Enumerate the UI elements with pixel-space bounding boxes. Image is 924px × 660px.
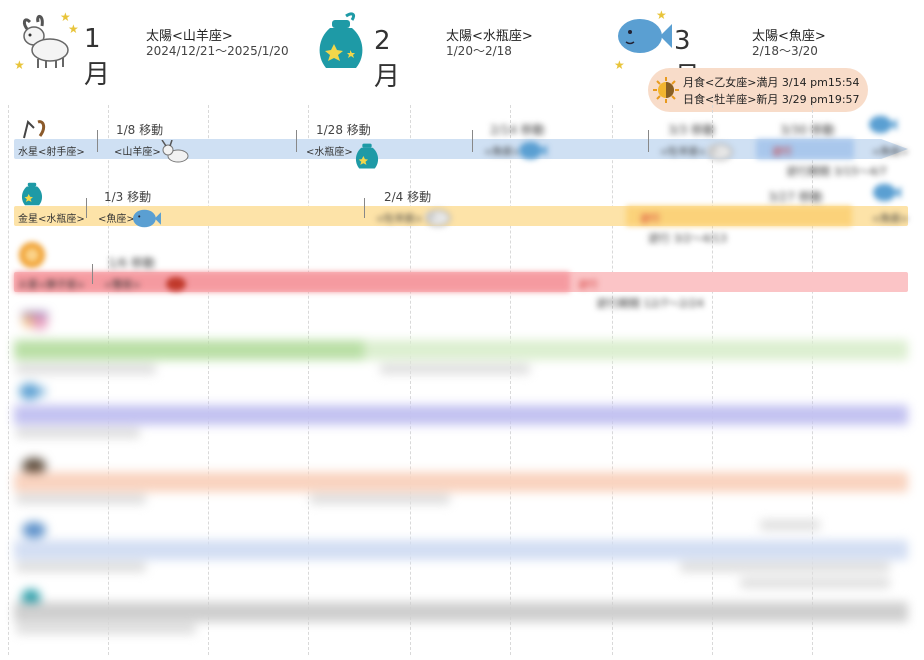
aries-ram-icon	[425, 209, 451, 227]
saturn-period-note	[16, 428, 140, 438]
pisces-fish-icon	[873, 183, 901, 202]
pluto-bar	[14, 602, 908, 622]
capricorn-goat-icon	[161, 140, 189, 163]
sun-sign-title: 太陽<山羊座>	[146, 29, 233, 44]
star-icon: ★	[60, 10, 71, 24]
saturn-bar	[14, 405, 908, 425]
star-icon: ★	[614, 58, 625, 72]
divider-line	[108, 105, 109, 655]
sun-icon	[653, 77, 679, 103]
venus-move-date: 2/4 移動	[384, 190, 432, 204]
pisces-fish-icon	[19, 383, 45, 400]
gemini-icon	[22, 312, 48, 330]
venus-start-label: 金星<水瓶座>	[18, 214, 85, 225]
pisces-fish-icon	[519, 141, 547, 160]
neptune-move-note	[760, 520, 820, 530]
neptune-period-note	[16, 562, 146, 572]
venus-retro-period: 逆行 3/2～4/13	[648, 232, 727, 245]
divider-line	[8, 105, 9, 655]
neptune-retro-note	[680, 562, 890, 572]
venus-move-date: 1/3 移動	[104, 190, 152, 204]
star-icon: ★	[14, 58, 25, 72]
lunar-eclipse-text: 月食<乙女座>満月 3/14 pm15:54	[683, 76, 860, 89]
venus-retro-label: 逆行	[640, 214, 660, 225]
mars-retro-bar	[14, 272, 570, 292]
solar-eclipse-text: 日食<牡羊座>新月 3/29 pm19:57	[683, 93, 860, 106]
mercury-move-date: 3/30 移動	[780, 123, 835, 137]
mercury-move-sign: <山羊座>	[114, 147, 161, 158]
month-label: 1月	[84, 24, 112, 90]
mercury-move-sign: <牡羊座>	[660, 147, 707, 158]
sun-sign-range: 2024/12/21～2025/1/20	[146, 44, 289, 58]
cancer-crab-icon	[166, 277, 186, 291]
taurus-bull-icon	[22, 458, 46, 474]
mars-retro-period: 逆行期間 12/7～2/24	[596, 297, 704, 310]
mercury-bar	[14, 139, 908, 159]
divider-line	[612, 105, 613, 655]
pisces-fish-icon	[133, 209, 161, 228]
mars-start-label: 火星<獅子座>	[18, 280, 85, 291]
jupiter-period-note	[16, 364, 156, 374]
star-icon: ★	[656, 8, 667, 22]
mercury-move-date: 1/28 移動	[316, 123, 371, 137]
sun-sign-range: 2/18～3/20	[752, 44, 818, 58]
aquarius-jar-icon	[319, 12, 363, 68]
uranus-retro-note	[310, 494, 450, 504]
aries-ram-icon	[707, 143, 733, 161]
star-icon: ★	[68, 22, 79, 36]
sun-sign-title: 太陽<水瓶座>	[446, 29, 533, 44]
mercury-symbol-icon	[23, 120, 46, 139]
move-line	[97, 130, 98, 152]
divider-line	[812, 105, 813, 655]
neptune-retro-note-2	[740, 578, 890, 588]
aries-ram-icon	[22, 522, 46, 538]
divider-line	[410, 105, 411, 655]
pisces-fish-icon	[618, 19, 672, 53]
mercury-move-sign: <魚座>	[872, 147, 909, 158]
uranus-period-note	[16, 494, 146, 504]
venus-retro-bar	[626, 206, 852, 226]
mercury-retro-label: 逆行	[772, 147, 792, 158]
jupiter-retro-note	[380, 364, 530, 374]
venus-move-sign: <魚座>	[872, 214, 909, 225]
mercury-move-sign: <魚座>	[484, 147, 521, 158]
move-line	[472, 130, 473, 152]
pisces-fish-icon	[869, 115, 897, 134]
divider-line	[712, 105, 713, 655]
sun-sign-title: 太陽<魚座>	[752, 29, 826, 44]
leo-lion-icon	[19, 242, 45, 268]
move-line	[364, 198, 365, 218]
move-line	[296, 130, 297, 152]
month-label: 2月	[374, 26, 402, 92]
jupiter-bar-segment	[14, 340, 364, 360]
mercury-retro-period: 逆行期間 3/15～4/7	[786, 165, 887, 178]
sun-sign-range: 1/20～2/18	[446, 44, 512, 58]
aquarius-jar-icon	[21, 182, 43, 206]
divider-line	[308, 105, 309, 655]
mercury-move-date: 3/3 移動	[668, 123, 716, 137]
pluto-period-note	[16, 624, 196, 634]
aquarius-jar-icon	[355, 143, 379, 169]
move-line	[86, 198, 87, 218]
neptune-bar	[14, 540, 908, 560]
mercury-start-label: 水星<射手座>	[18, 147, 85, 158]
venus-move-date: 3/27 移動	[768, 190, 823, 204]
mercury-retro-bar	[756, 139, 854, 159]
venus-move-sign: <牡羊座>	[376, 214, 423, 225]
divider-line	[208, 105, 209, 655]
mercury-move-sign: <水瓶座>	[306, 147, 353, 158]
mercury-move-date: 2/14 移動	[490, 123, 545, 137]
eclipse-info-box	[648, 68, 868, 112]
mercury-move-date: 1/8 移動	[116, 123, 164, 137]
venus-move-sign: <魚座>	[98, 214, 135, 225]
move-line	[92, 264, 93, 284]
divider-line	[510, 105, 511, 655]
mars-move-date: 1/6 移動	[108, 256, 156, 270]
capricorn-goat-icon	[22, 15, 69, 68]
mars-move-sign: <蟹座>	[104, 280, 141, 291]
move-line	[648, 130, 649, 152]
uranus-bar	[14, 472, 908, 492]
mars-retro-label: 逆行	[578, 280, 598, 291]
